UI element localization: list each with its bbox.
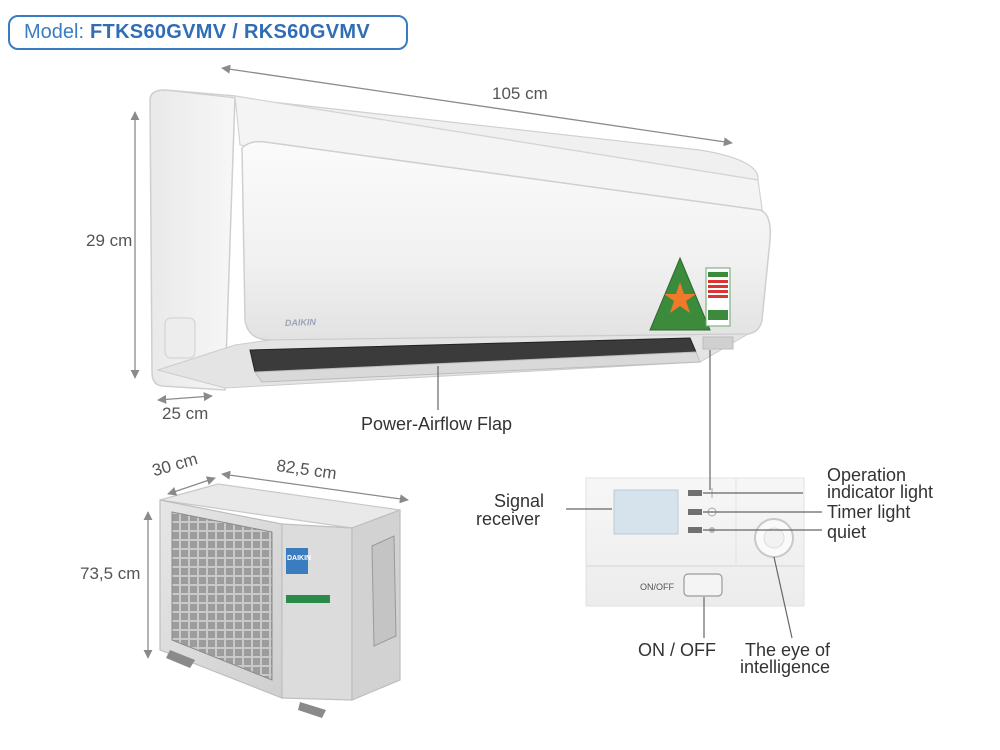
signal-receiver-window (613, 489, 679, 535)
model-header: Model: FTKS60GVMV / RKS60GVMV (8, 15, 408, 50)
quiet-label: quiet (827, 522, 867, 542)
quiet-indicator-light (688, 527, 702, 533)
eye-label-line1: The eye of (745, 640, 831, 660)
indoor-depth-label: 25 cm (162, 404, 209, 423)
timer-indicator-light (688, 509, 702, 515)
eye-leader-line (773, 556, 793, 639)
onoff-button-text: ON/OFF (640, 582, 674, 592)
flap-label: Power-Airflow Flap (361, 414, 513, 434)
outdoor-brand-logo: DAIKIN (287, 555, 311, 562)
signal-receiver-label-line1: Signal (494, 491, 545, 511)
timer-label: Timer light (827, 502, 911, 522)
eye-label-line2: intelligence (740, 657, 831, 677)
indoor-brand-logo: DAIKIN (285, 317, 317, 328)
indoor-width-label: 105 cm (492, 84, 548, 103)
model-label: Model: (24, 21, 85, 43)
outdoor-width-dimension-line (221, 470, 409, 504)
operation-label-line1: Operation (827, 465, 907, 485)
outdoor-height-label: 73,5 cm (80, 564, 141, 583)
control-panel-closeup (585, 477, 805, 607)
operation-indicator-light (688, 490, 702, 496)
model-value: FTKS60GVMV / RKS60GVMV (90, 21, 371, 43)
indoor-height-label: 29 cm (86, 231, 133, 250)
operation-label-line2: indicator light (827, 482, 934, 502)
signal-receiver-label-line2: receiver (476, 509, 541, 529)
indoor-width-dimension-line (221, 64, 733, 147)
indoor-depth-dimension-line (157, 392, 213, 404)
onoff-button-body (683, 573, 723, 597)
outdoor-depth-dimension-line (167, 476, 216, 496)
outdoor-unit (159, 483, 401, 718)
onoff-label: ON / OFF (638, 640, 716, 660)
